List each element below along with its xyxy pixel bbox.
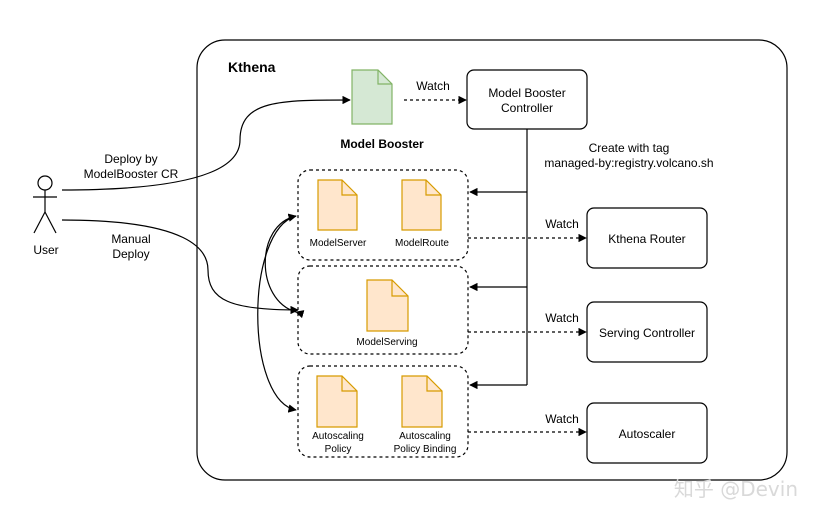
deploy-label-2: ModelBooster CR — [84, 167, 179, 181]
user-actor-icon — [33, 175, 57, 234]
watch-autoscaler-label: Watch — [545, 412, 579, 426]
watch-router-label: Watch — [545, 217, 579, 231]
edge-link-group1-group2 — [264, 213, 305, 319]
create-label-2: managed-by:registry.volcano.sh — [544, 156, 713, 170]
controller-line-1: Model Booster — [488, 86, 565, 100]
modelroute-doc-icon — [401, 179, 442, 231]
deploy-label-1: Deploy by — [104, 152, 157, 166]
controller-line-2: Controller — [501, 101, 553, 115]
watch-top-label: Watch — [416, 79, 450, 93]
edge-manual-deploy — [61, 219, 299, 315]
manual-label-1: Manual — [111, 232, 150, 246]
autoscaling-binding-doc-fold — [426, 376, 442, 392]
autoscaling-policy-label-2: Policy — [325, 444, 352, 455]
modelserver-doc-fold — [341, 180, 357, 196]
edge-link-group1-group3 — [257, 215, 297, 413]
watch-serving-label: Watch — [545, 311, 579, 325]
kthena-router-box — [586, 207, 708, 269]
create-label-1: Create with tag — [589, 141, 670, 155]
edge-deploy-cr — [61, 95, 351, 191]
modelroute-doc-fold — [425, 180, 441, 196]
model-booster-doc-fold — [377, 70, 392, 85]
modelroute-label: ModelRoute — [395, 238, 449, 249]
autoscaling-binding-label-2: Policy Binding — [394, 444, 457, 455]
serving-controller-label: Serving Controller — [599, 326, 695, 340]
autoscaling-policy-doc-icon — [316, 375, 358, 428]
user-label: User — [33, 243, 58, 257]
watermark: 知乎 @Devin — [674, 477, 798, 501]
autoscaler-box — [586, 402, 708, 464]
kthena-title: Kthena — [228, 59, 276, 75]
autoscaler-label: Autoscaler — [619, 427, 676, 441]
model-booster-label: Model Booster — [340, 137, 424, 151]
modelserver-doc-icon — [317, 179, 358, 231]
modelserving-label: ModelServing — [356, 337, 417, 348]
modelserving-doc-icon — [366, 279, 409, 332]
kthena-router-label: Kthena Router — [608, 232, 685, 246]
model-booster-doc-icon — [351, 69, 393, 125]
modelserver-label: ModelServer — [310, 238, 367, 249]
serving-controller-box — [586, 301, 708, 363]
autoscaling-policy-label-1: Autoscaling — [312, 431, 364, 442]
autoscaling-policy-doc-fold — [341, 376, 357, 392]
autoscaling-binding-label-1: Autoscaling — [399, 431, 451, 442]
autoscaling-binding-doc-icon — [401, 375, 443, 428]
modelserving-doc-fold — [391, 280, 408, 297]
manual-label-2: Deploy — [112, 247, 149, 261]
